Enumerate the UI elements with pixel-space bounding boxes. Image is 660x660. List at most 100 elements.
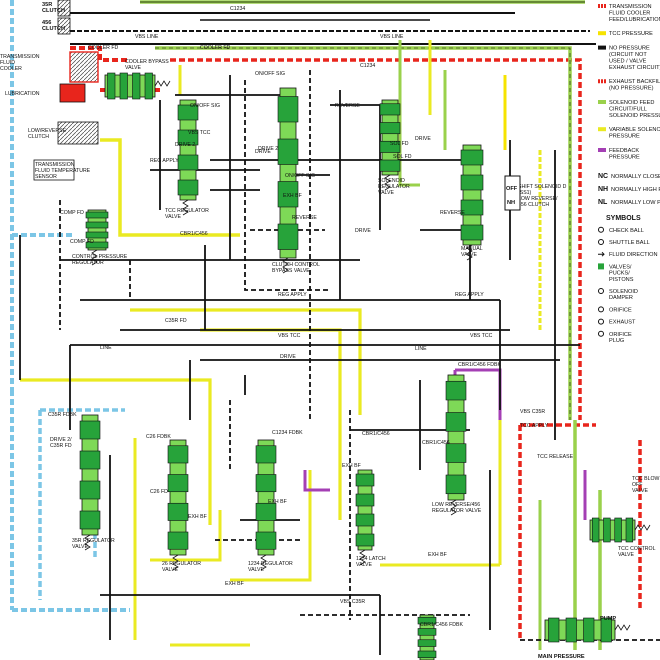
c26-regulator-valve	[167, 439, 189, 571]
c1234-latch-valve-spring	[359, 549, 366, 566]
c1234-label-top: C1234	[230, 6, 245, 12]
exh-bf-label-5: EXH BF	[225, 581, 244, 587]
clutch-456-piston	[57, 17, 71, 35]
cooler-bypass-valve	[104, 72, 171, 100]
manual-valve-land	[460, 199, 484, 216]
main-pressure-valve	[544, 617, 631, 643]
drive-label-1: DRIVE	[255, 149, 271, 155]
solenoid-regulator-valve-land	[379, 140, 401, 153]
clutch-bypass-valve-spring	[282, 257, 289, 274]
low-rev-456-bottom-valve-body	[419, 614, 435, 660]
cbr1-c456-fdbk-label: CBR1/C456 FDBK	[458, 362, 501, 368]
cbr1-c456-label: CBR1/C456	[362, 431, 390, 437]
c1234-regulator-valve-spring	[260, 554, 267, 571]
symbol-label-check-ball: CHECK BALL	[609, 228, 644, 234]
on-off-sig-label-3: ON/OFF SIG	[190, 103, 220, 109]
manual-valve-land	[460, 149, 484, 166]
c35r-fdbk-label: C35R FDBK	[48, 412, 77, 418]
orifice-plug-icon	[598, 330, 604, 337]
exh-bf-label-6: EXH BF	[283, 193, 302, 199]
c1234-regulator-valve-land	[255, 502, 277, 521]
tcc-regulator-valve-land	[177, 154, 199, 171]
reverse-label-3: REVERSE	[292, 215, 317, 221]
low-reverse-456-valve-land	[445, 474, 467, 495]
cooler-fd-label: COOLER FD	[88, 45, 119, 51]
orifice-icon	[598, 306, 604, 313]
valve-bodies	[79, 72, 651, 660]
clutch-bypass-valve-land	[277, 138, 299, 165]
shift-solenoid-label: SHIFT SOLENOID D(SS1)LOW REVERSE/456 CLU…	[518, 184, 567, 208]
exh-bf-label-4: EXH BF	[428, 552, 447, 558]
vbs-tcc-label-3: VBS TCC	[470, 333, 493, 339]
symbol-label-valve: VALVES/PUCKS/PISTONS	[609, 264, 634, 282]
c26-regulator-valve-land	[167, 502, 189, 521]
solenoid-regulator-valve-spring	[384, 174, 391, 191]
tcc-regulator-valve-land	[177, 104, 199, 121]
vbs-tcc-label-2: VBS TCC	[278, 333, 301, 339]
cooler-bypass-valve-land	[144, 72, 153, 100]
clutch-bypass-valve	[277, 87, 299, 274]
drive2-c35r-fd-label: DRIVE 2/C35R FD	[50, 437, 72, 449]
cooler-bypass-valve-land	[132, 72, 141, 100]
c1234-latch-valve-land	[355, 513, 375, 527]
low-rev-456-bottom-valve-land	[417, 616, 437, 625]
manual-valve-spring	[466, 244, 473, 261]
c1234-latch-valve-land	[355, 473, 375, 487]
symbol-label-exhaust: EXHAUST	[609, 320, 636, 326]
manual-valve	[460, 144, 484, 261]
legend-label-tcc: TCC PRESSURE	[609, 31, 653, 37]
vbs-tcc-label-1: VBS TCC	[188, 130, 211, 136]
c26-fd-label: C26 FD	[150, 489, 168, 495]
tcc-regulator-valve-spring	[182, 199, 189, 216]
reverse-label-1: REVERSE	[335, 103, 360, 109]
comp-fd-label-2: COMP FD	[70, 239, 94, 245]
tcc-control-valve	[589, 517, 651, 543]
legend-code-label: NORMALLY HIGH PRESSURE	[611, 187, 660, 193]
main-pressure-valve-land	[583, 617, 595, 643]
solenoid-regulator-valve-land	[379, 103, 401, 116]
drive2-label-2: DRIVE 2	[258, 146, 278, 152]
c1234-label-mid: C1234	[360, 63, 375, 69]
tcc-control-valve-spring	[634, 524, 651, 531]
manual-valve-land	[460, 224, 484, 241]
c35r-regulator-valve-spring	[84, 534, 91, 551]
cooler-bypass-valve-land	[107, 72, 116, 100]
temp-sensor-box	[33, 159, 75, 181]
clutch-35r-piston	[57, 0, 71, 17]
tcc-control-valve-land	[591, 517, 600, 543]
drive-label-3: DRIVE	[355, 228, 371, 234]
main-pressure-valve-spring	[614, 624, 631, 631]
c35r-regulator-valve-land	[79, 420, 101, 440]
c26-fdbk-label: C26 FDBK	[146, 434, 171, 440]
cbr1-c456-fdbk-label-2: CBR1/C456 FDBK	[420, 622, 463, 628]
sol-fd-label-1: SOL FD	[390, 141, 409, 147]
low-reverse-456-valve-land	[445, 443, 467, 463]
c1234-latch-valve-land	[355, 493, 375, 507]
tcc-apply-label: TCC APPLY	[520, 423, 549, 429]
clutch-bypass-valve-land	[277, 223, 299, 250]
c35r-regulator-valve-land	[79, 480, 101, 500]
vbs-c35r-label: VBS C35R	[340, 599, 365, 605]
solenoid-state-box: OFF NH	[504, 175, 521, 211]
legend-label-exhaust: EXHAUST BACKFILL(NO PRESSURE)	[609, 79, 660, 91]
cooler-box	[69, 51, 99, 83]
solenoid-regulator-valve	[379, 99, 401, 191]
off-state-label: OFF	[506, 186, 518, 192]
tcc-control-valve-land	[614, 517, 622, 543]
